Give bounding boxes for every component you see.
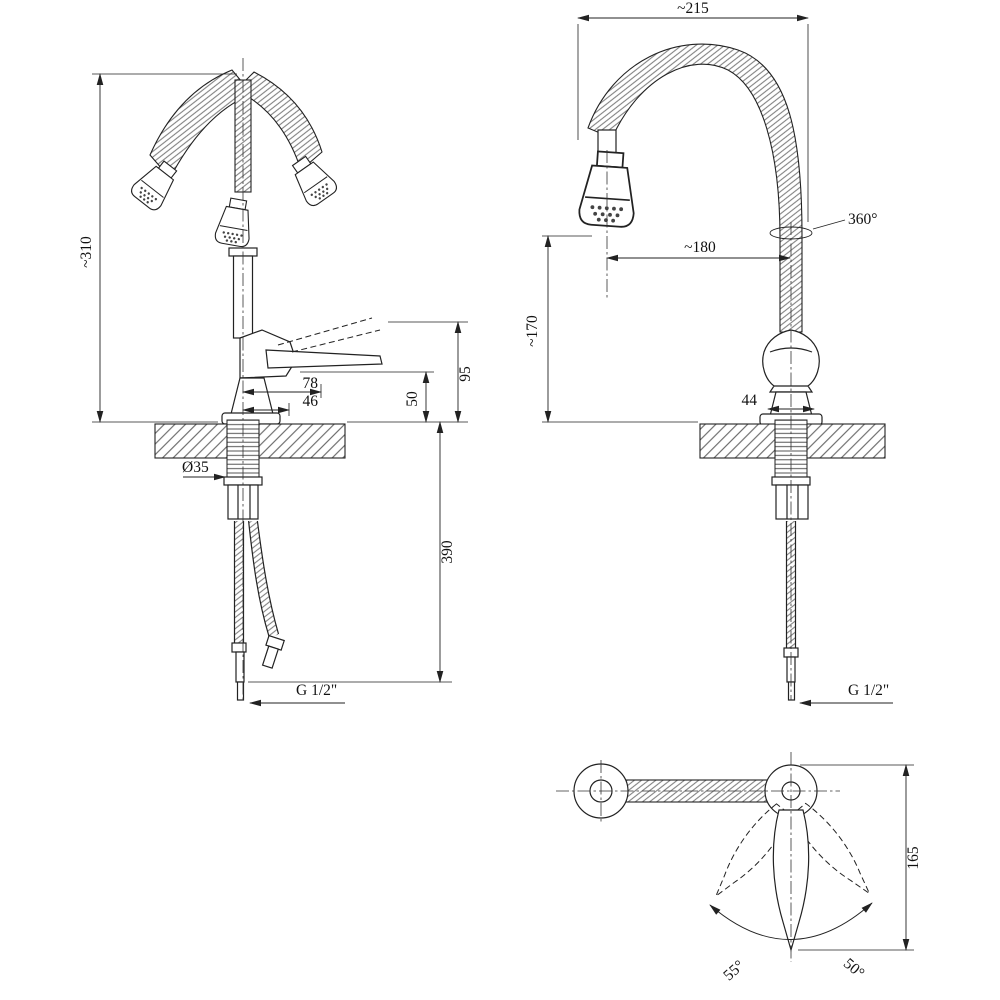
dim-front-390-label: 390 xyxy=(439,540,456,564)
side-swivel-label: 360° xyxy=(848,211,877,228)
dim-side-width-label: ~215 xyxy=(677,0,709,17)
top-swing-right-label: 50° xyxy=(840,955,868,982)
front-lever xyxy=(265,317,383,369)
dim-side-width: ~215 xyxy=(577,0,809,222)
dim-side-body-width: 44 xyxy=(742,392,815,413)
top-view: 55° 50° 165 xyxy=(556,752,922,984)
side-thread-label: G 1/2" xyxy=(848,682,889,699)
dim-front-height: ~310 xyxy=(78,73,237,423)
dim-front-95-label: 95 xyxy=(457,366,474,382)
dim-front-50-label: 50 xyxy=(404,391,421,407)
dim-front-height-label: ~310 xyxy=(78,236,95,268)
side-swivel-callout: 360° xyxy=(769,211,877,240)
dim-side-body-width-label: 44 xyxy=(742,392,758,409)
front-view: ~310 95 50 78 46 Ø35 xyxy=(78,58,474,707)
dim-top-handle-length-label: 165 xyxy=(905,846,922,870)
shower-head-center xyxy=(213,195,257,249)
side-shower-head xyxy=(577,149,639,229)
front-thread-label: G 1/2" xyxy=(296,682,337,699)
dim-front-390: 390 xyxy=(248,421,456,683)
dim-front-shank-diameter-label: Ø35 xyxy=(182,459,209,476)
dim-front-78: 78 xyxy=(242,375,322,398)
front-shower-heads xyxy=(128,150,340,249)
dim-front-46-label: 46 xyxy=(303,393,319,410)
top-swing-left-label: 55° xyxy=(720,957,748,984)
side-flex-hose-arch xyxy=(587,43,803,333)
front-body xyxy=(221,247,297,425)
dim-side-reach-label: ~180 xyxy=(684,239,716,256)
side-thread-callout: G 1/2" xyxy=(799,682,893,707)
dim-front-50: 50 xyxy=(300,371,434,423)
dim-front-95: 95 xyxy=(347,321,474,423)
top-handle-center-position xyxy=(772,809,810,953)
front-supply-hoses xyxy=(231,520,285,701)
dim-side-reach: ~180 xyxy=(606,239,791,262)
side-countertop xyxy=(699,419,886,478)
dim-top-handle-length: 165 xyxy=(798,764,922,951)
dim-front-46: 46 xyxy=(242,393,319,416)
dim-front-78-label: 78 xyxy=(303,375,319,392)
front-flex-hoses xyxy=(149,69,323,193)
dim-side-spout-height-label: ~170 xyxy=(524,315,541,347)
dim-side-spout-height: ~170 xyxy=(524,235,698,423)
front-thread-callout: G 1/2" xyxy=(249,682,345,707)
dim-front-shank-diameter: Ø35 xyxy=(182,459,226,481)
side-view: 360° ~215 ~180 ~170 44 G 1/2" xyxy=(524,0,893,707)
